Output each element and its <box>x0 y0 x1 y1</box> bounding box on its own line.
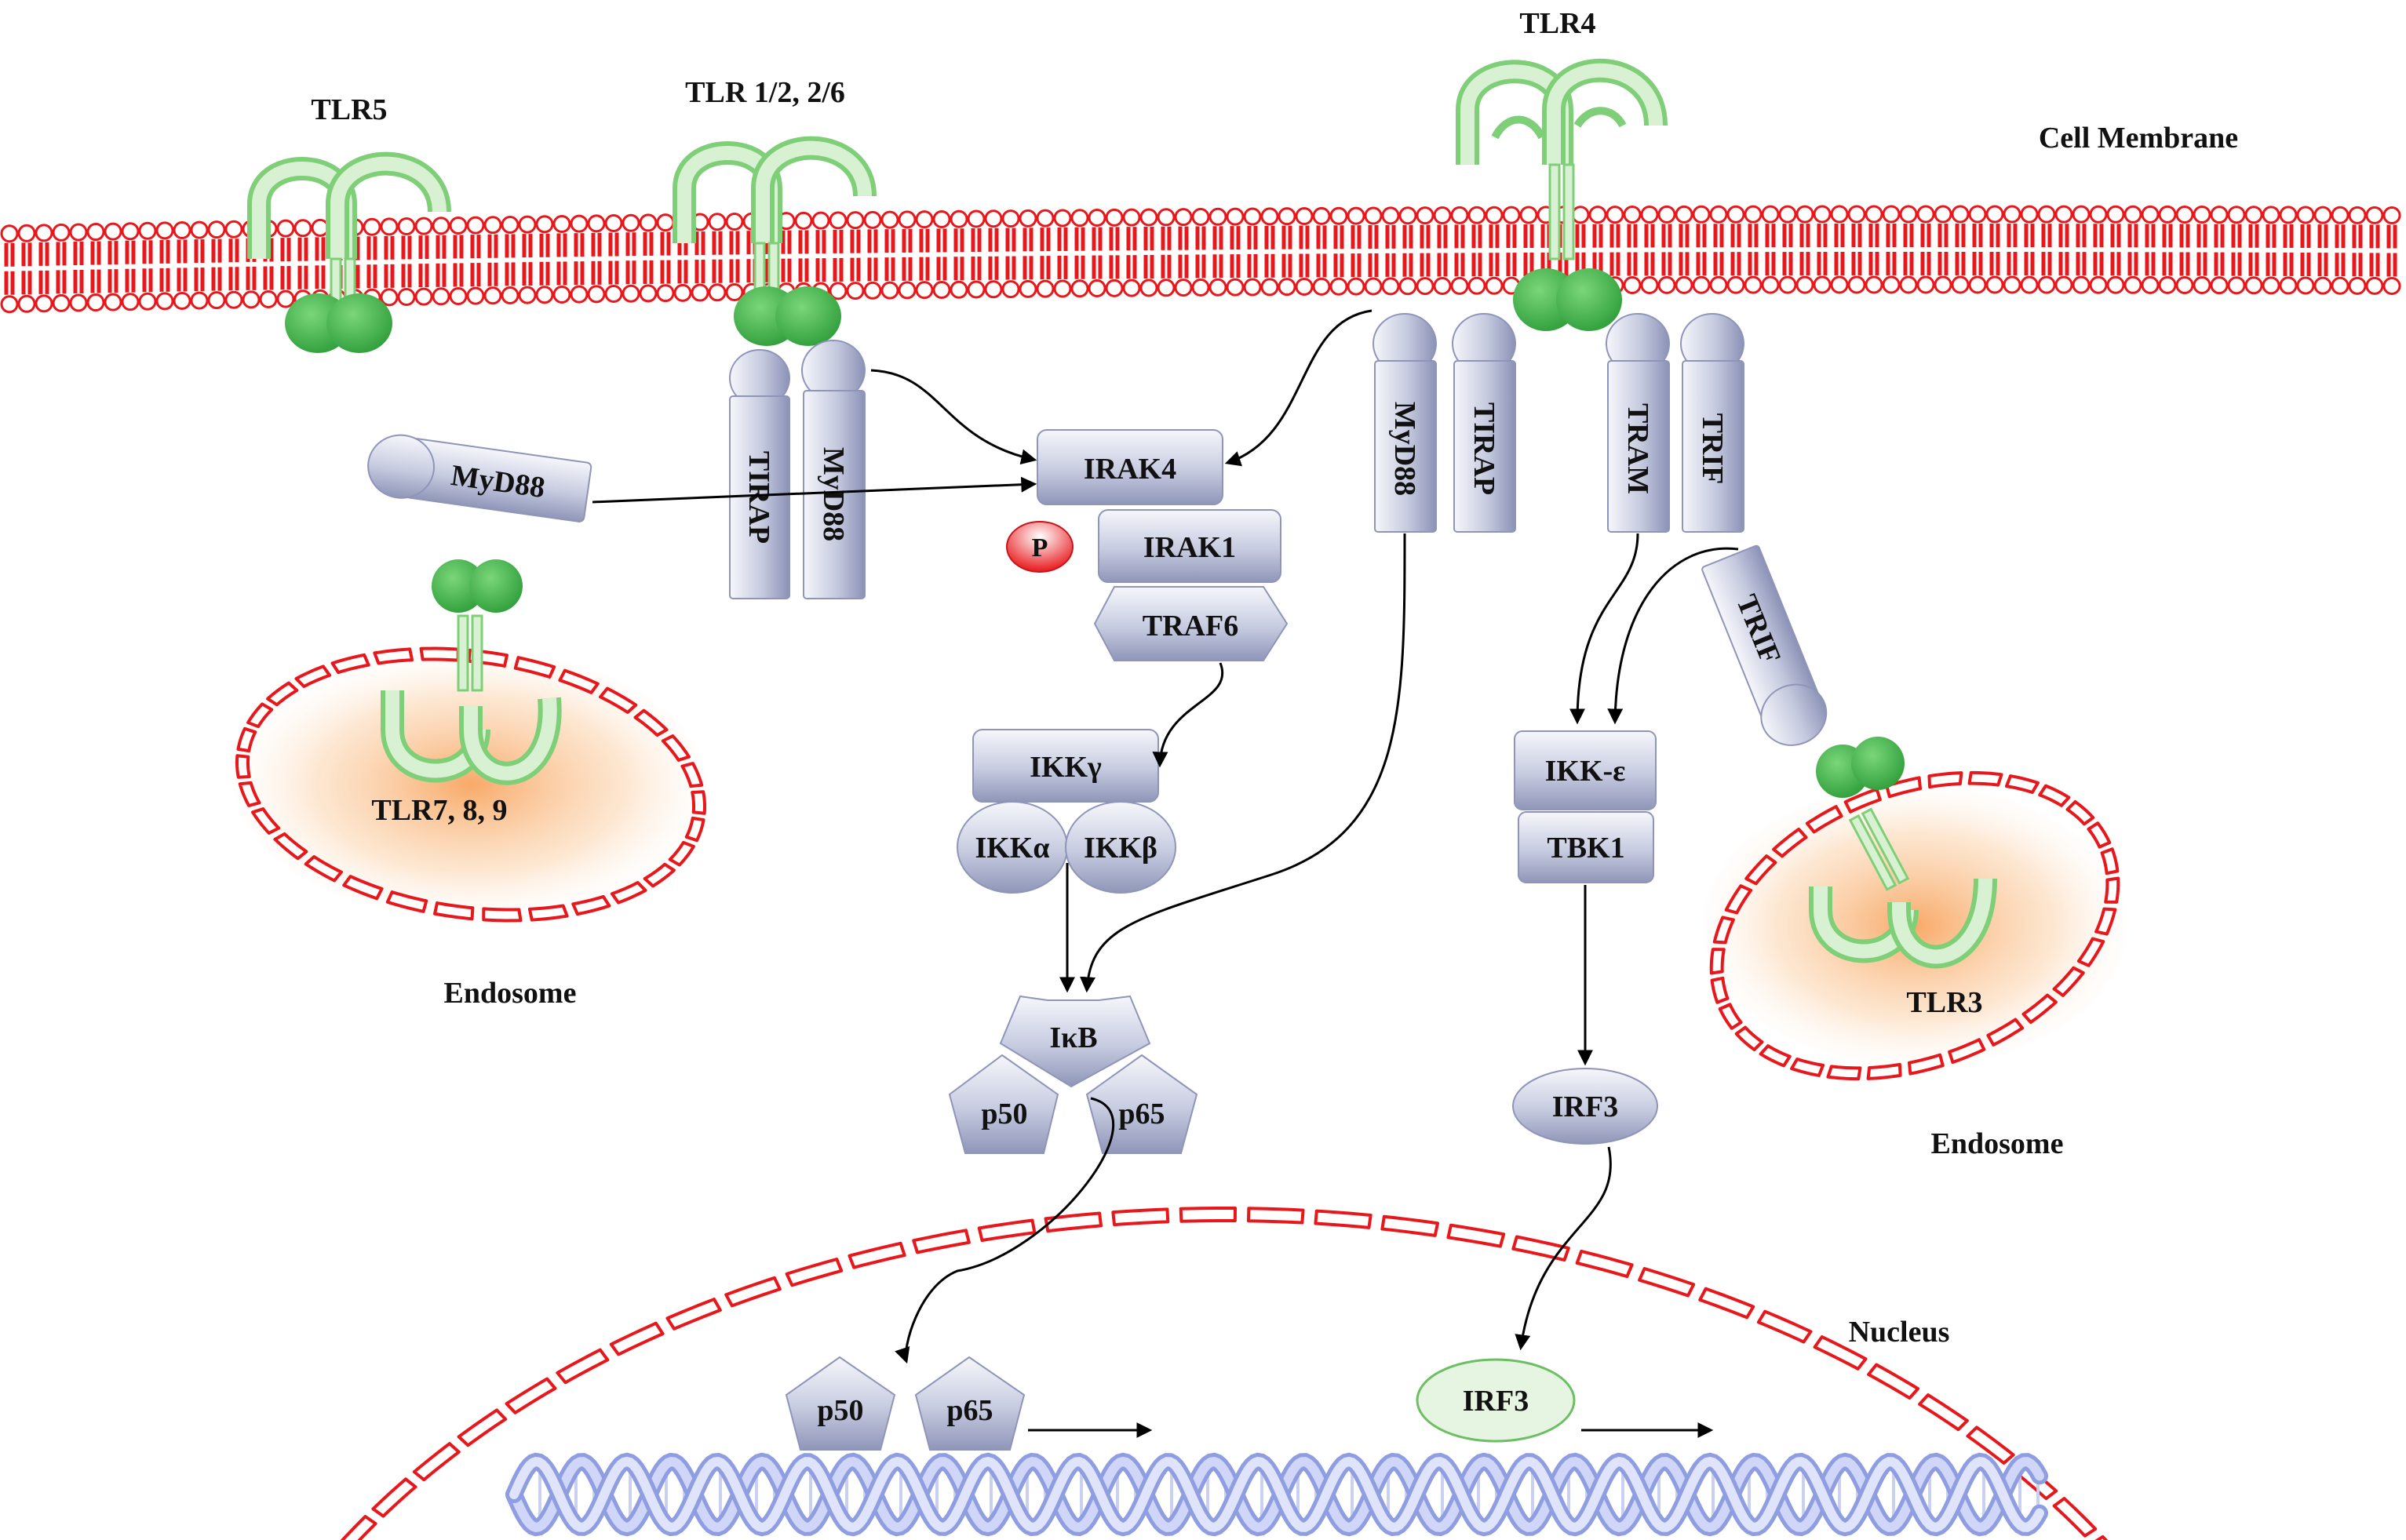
ikk-epsilon-label: IKK-ε <box>1545 755 1626 788</box>
ikk-epsilon-node: IKK-ε <box>1514 730 1657 810</box>
ikk-gamma-node: IKKγ <box>972 729 1159 803</box>
tram-adaptor: TRAM <box>1606 313 1670 533</box>
ikk-beta-label: IKKβ <box>1084 832 1157 865</box>
endosome-left-label: Endosome <box>444 977 577 1010</box>
traf6-node: TRAF6 <box>1093 586 1289 661</box>
p65-nuclear-label: p65 <box>946 1394 993 1427</box>
arrow-myd88-to-irak4 <box>870 369 1037 465</box>
irf3-cyto-label: IRF3 <box>1552 1090 1618 1123</box>
tirap-tlr4-adaptor: TIRAP <box>1452 313 1516 533</box>
endosome-left <box>235 559 707 923</box>
p65-cyto-node: p65 <box>1085 1054 1198 1154</box>
endosome-right-label: Endosome <box>1931 1127 2064 1160</box>
phospho-label: P <box>1032 533 1048 562</box>
irak4-node: IRAK4 <box>1037 429 1223 505</box>
arrow-nfkb-to-nucleus <box>895 1097 1115 1364</box>
nucleus-label: Nucleus <box>1849 1316 1950 1349</box>
irf3-cyto-node: IRF3 <box>1512 1068 1658 1145</box>
signal-arrows <box>592 309 1739 1438</box>
tbk1-label: TBK1 <box>1547 832 1624 865</box>
myd88-free-adaptor: MyD88 <box>367 434 592 522</box>
arrow-tlr4-myd88-to-irak4 <box>1224 309 1373 467</box>
ikb-node: IκB <box>999 995 1151 1088</box>
arrow-tram-to-ikke <box>1569 533 1639 725</box>
arrow-traf6-to-ikk <box>1152 662 1224 768</box>
arrow-trif-to-ikke <box>1607 547 1739 725</box>
p50-cyto-label: p50 <box>981 1098 1027 1130</box>
myd88-left-label: MyD88 <box>817 447 850 541</box>
traf6-label: TRAF6 <box>1143 610 1238 643</box>
ikk-gamma-label: IKKγ <box>1030 751 1102 784</box>
myd88-left-adaptor: MyD88 <box>801 340 866 599</box>
tlr12-26-label: TLR 1/2, 2/6 <box>685 76 845 109</box>
endosome-right <box>1703 737 2127 1081</box>
ikk-alpha-label: IKKα <box>975 832 1049 865</box>
nuclear-envelope <box>340 1207 2109 1540</box>
ikk-beta-node: IKKβ <box>1065 801 1176 894</box>
cell-membrane-label: Cell Membrane <box>2039 122 2238 155</box>
tir-domain-icon <box>469 559 523 613</box>
tlr3-label: TLR3 <box>1906 986 1982 1019</box>
myd88-tlr4-adaptor: MyD88 <box>1373 313 1437 533</box>
irf3-nuclear-node: IRF3 <box>1416 1358 1576 1443</box>
tlr5-label: TLR5 <box>311 93 387 126</box>
p50-cyto-node: p50 <box>948 1054 1059 1154</box>
arrow-free-myd88-to-irak4 <box>592 476 1037 504</box>
tbk1-node: TBK1 <box>1518 811 1654 883</box>
tir-domain-icon <box>432 559 485 613</box>
tir-domain-icon <box>326 293 392 353</box>
myd88-tlr4-label: MyD88 <box>1388 402 1421 496</box>
p50-nuclear-label: p50 <box>817 1394 863 1427</box>
tirap-left-adaptor: TIRAP <box>729 349 790 599</box>
irak1-node: IRAK1 <box>1098 509 1281 583</box>
p65-nuclear-node: p65 <box>914 1356 1026 1451</box>
tram-label: TRAM <box>1621 403 1654 494</box>
irak1-label: IRAK1 <box>1143 531 1236 564</box>
tlr789-label: TLR7, 8, 9 <box>371 794 507 827</box>
ikb-label: IκB <box>1049 1021 1097 1054</box>
p50-nuclear-node: p50 <box>785 1356 896 1451</box>
phospho-group: P <box>1006 521 1074 573</box>
ikk-alpha-node: IKKα <box>957 801 1068 894</box>
trif-adaptor: TRIF <box>1680 313 1744 533</box>
tir-domain-icon <box>775 286 841 346</box>
irak4-label: IRAK4 <box>1084 453 1176 486</box>
trif-label: TRIF <box>1696 413 1729 485</box>
tlr12-26-receptor <box>673 136 877 346</box>
p65-cyto-label: p65 <box>1118 1098 1165 1130</box>
arrow-myd88-to-ikb <box>1080 533 1406 993</box>
irf3-nuclear-label: IRF3 <box>1463 1385 1529 1418</box>
tirap-tlr4-label: TIRAP <box>1467 402 1500 495</box>
tirap-left-label: TIRAP <box>742 451 775 544</box>
tir-domain-icon <box>1556 268 1622 331</box>
arrow-irf3-to-nucleus <box>1515 1146 1612 1351</box>
trif-tlr3-adaptor: TRIF <box>1701 544 1828 746</box>
tlr4-label: TLR4 <box>1519 7 1595 40</box>
dna-helix <box>505 1452 2048 1537</box>
tlr4-receptor <box>1456 58 1668 331</box>
cell-membrane <box>0 205 2401 314</box>
tlr5-receptor <box>247 151 451 353</box>
tir-domain-icon <box>1851 737 1905 790</box>
